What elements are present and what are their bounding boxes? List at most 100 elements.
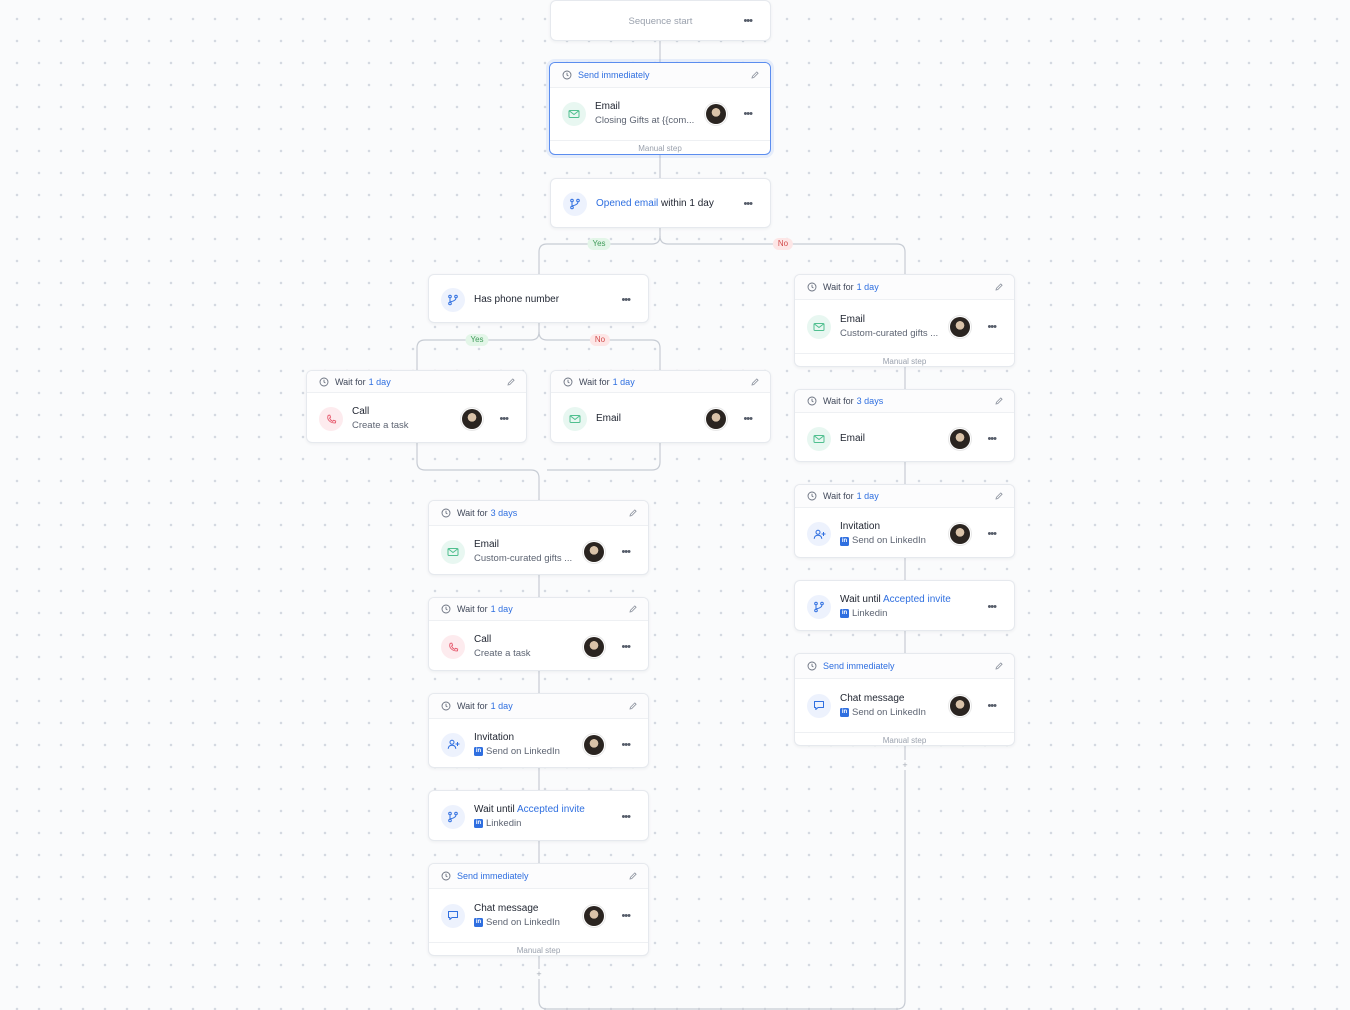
pencil-icon[interactable]: [994, 661, 1004, 671]
more-icon[interactable]: •••: [621, 641, 631, 653]
avatar[interactable]: [706, 409, 726, 429]
step-title: Invitation: [474, 731, 515, 743]
more-icon[interactable]: •••: [499, 413, 509, 425]
step-subtitle: Send on LinkedIn: [486, 916, 560, 928]
wait-duration: 1 day: [856, 282, 879, 292]
wait-duration: 1 day: [368, 376, 391, 387]
pencil-icon[interactable]: [750, 70, 760, 80]
add-step-plus-icon[interactable]: +: [902, 760, 908, 770]
chat-icon: [807, 693, 831, 718]
clock-icon: [441, 871, 451, 881]
step-title: Email: [595, 101, 621, 112]
phone-icon: [441, 635, 465, 659]
avatar[interactable]: [706, 104, 726, 124]
more-icon[interactable]: •••: [621, 293, 631, 306]
linkedin-icon: in: [474, 819, 483, 828]
wait-label: Wait for: [457, 604, 488, 614]
more-icon[interactable]: •••: [621, 810, 631, 823]
more-icon[interactable]: •••: [743, 108, 753, 120]
pencil-icon[interactable]: [750, 377, 760, 387]
more-icon[interactable]: •••: [621, 738, 631, 751]
wait-until-label: Wait until: [840, 593, 881, 605]
step-email-closing-gifts[interactable]: Send immediately Email Closing Gifts at …: [549, 62, 771, 155]
manual-step-label: Manual step: [795, 353, 1014, 366]
step-title: Call: [352, 406, 370, 417]
wait-duration: 1 day: [490, 604, 513, 614]
step-email-custom-gifts[interactable]: Wait for 3 days Email Custom-curated gif…: [428, 500, 649, 575]
pencil-icon[interactable]: [994, 491, 1004, 501]
step-header: Wait for 1 day: [795, 275, 1014, 300]
step-call-create-task[interactable]: Wait for 1 day Call Create a task •••: [428, 597, 649, 671]
pencil-icon[interactable]: [506, 377, 516, 387]
step-email[interactable]: Wait for 3 days Email •••: [794, 389, 1015, 462]
wait-duration: 1 day: [612, 376, 635, 387]
step-subtitle: Custom-curated gifts ...: [840, 327, 939, 339]
condition-opened-email[interactable]: Opened email within 1 day •••: [550, 178, 771, 228]
wait-label: Wait for: [335, 376, 366, 387]
branch-no-badge: No: [772, 238, 794, 250]
avatar[interactable]: [950, 695, 970, 716]
avatar[interactable]: [950, 428, 970, 449]
step-call-create-task[interactable]: Wait for 1 day Call Create a task •••: [306, 370, 527, 443]
step-header: Wait for 1 day: [429, 694, 648, 719]
sequence-start-node[interactable]: Sequence start •••: [550, 0, 771, 41]
condition-has-phone-number[interactable]: Has phone number •••: [428, 274, 649, 323]
avatar[interactable]: [584, 637, 604, 657]
step-subtitle: Send on LinkedIn: [852, 535, 926, 546]
pencil-icon[interactable]: [994, 396, 1004, 406]
step-title: Chat message: [474, 902, 539, 914]
clock-icon: [807, 396, 817, 406]
avatar[interactable]: [584, 905, 604, 926]
condition-event: Opened email: [596, 198, 659, 209]
pencil-icon[interactable]: [628, 701, 638, 711]
manual-step-label: Manual step: [550, 140, 770, 154]
step-header: Send immediately: [550, 63, 770, 88]
step-header: Wait for 1 day: [429, 598, 648, 621]
more-icon[interactable]: •••: [987, 699, 997, 712]
email-icon: [441, 539, 465, 564]
more-icon[interactable]: •••: [987, 432, 997, 445]
branch-no-badge: No: [589, 334, 611, 346]
condition-window: within 1 day: [661, 198, 714, 209]
more-icon[interactable]: •••: [743, 198, 753, 210]
send-timing: Send immediately: [823, 661, 895, 671]
step-subtitle: Closing Gifts at {{com...: [595, 115, 695, 126]
step-title: Email: [596, 413, 622, 424]
avatar[interactable]: [462, 409, 482, 429]
more-icon[interactable]: •••: [743, 413, 753, 425]
wait-duration: 1 day: [490, 701, 513, 711]
step-title: Email: [840, 432, 866, 444]
manual-step-label: Manual step: [429, 942, 648, 955]
pencil-icon[interactable]: [628, 871, 638, 881]
linkedin-icon: in: [840, 536, 849, 546]
email-icon: [562, 102, 586, 126]
more-icon[interactable]: •••: [987, 320, 997, 333]
more-icon[interactable]: •••: [987, 528, 997, 540]
pencil-icon[interactable]: [994, 282, 1004, 292]
more-icon[interactable]: •••: [743, 15, 753, 27]
avatar[interactable]: [950, 316, 970, 337]
avatar[interactable]: [584, 734, 604, 755]
branch-icon: [807, 594, 831, 619]
more-icon[interactable]: •••: [621, 909, 631, 922]
email-icon: [563, 407, 587, 431]
clock-icon: [807, 282, 817, 292]
step-email-custom-gifts[interactable]: Wait for 1 day Email Custom-curated gift…: [794, 274, 1015, 367]
add-step-plus-icon[interactable]: +: [536, 969, 542, 979]
step-email[interactable]: Wait for 1 day Email •••: [550, 370, 771, 443]
avatar[interactable]: [950, 524, 970, 544]
pencil-icon[interactable]: [628, 604, 638, 614]
more-icon[interactable]: •••: [987, 600, 997, 613]
pencil-icon[interactable]: [628, 508, 638, 518]
more-icon[interactable]: •••: [621, 545, 631, 558]
email-icon: [807, 314, 831, 339]
avatar[interactable]: [584, 541, 604, 562]
wait-duration: 1 day: [856, 491, 879, 501]
wait-label: Wait for: [823, 491, 854, 501]
